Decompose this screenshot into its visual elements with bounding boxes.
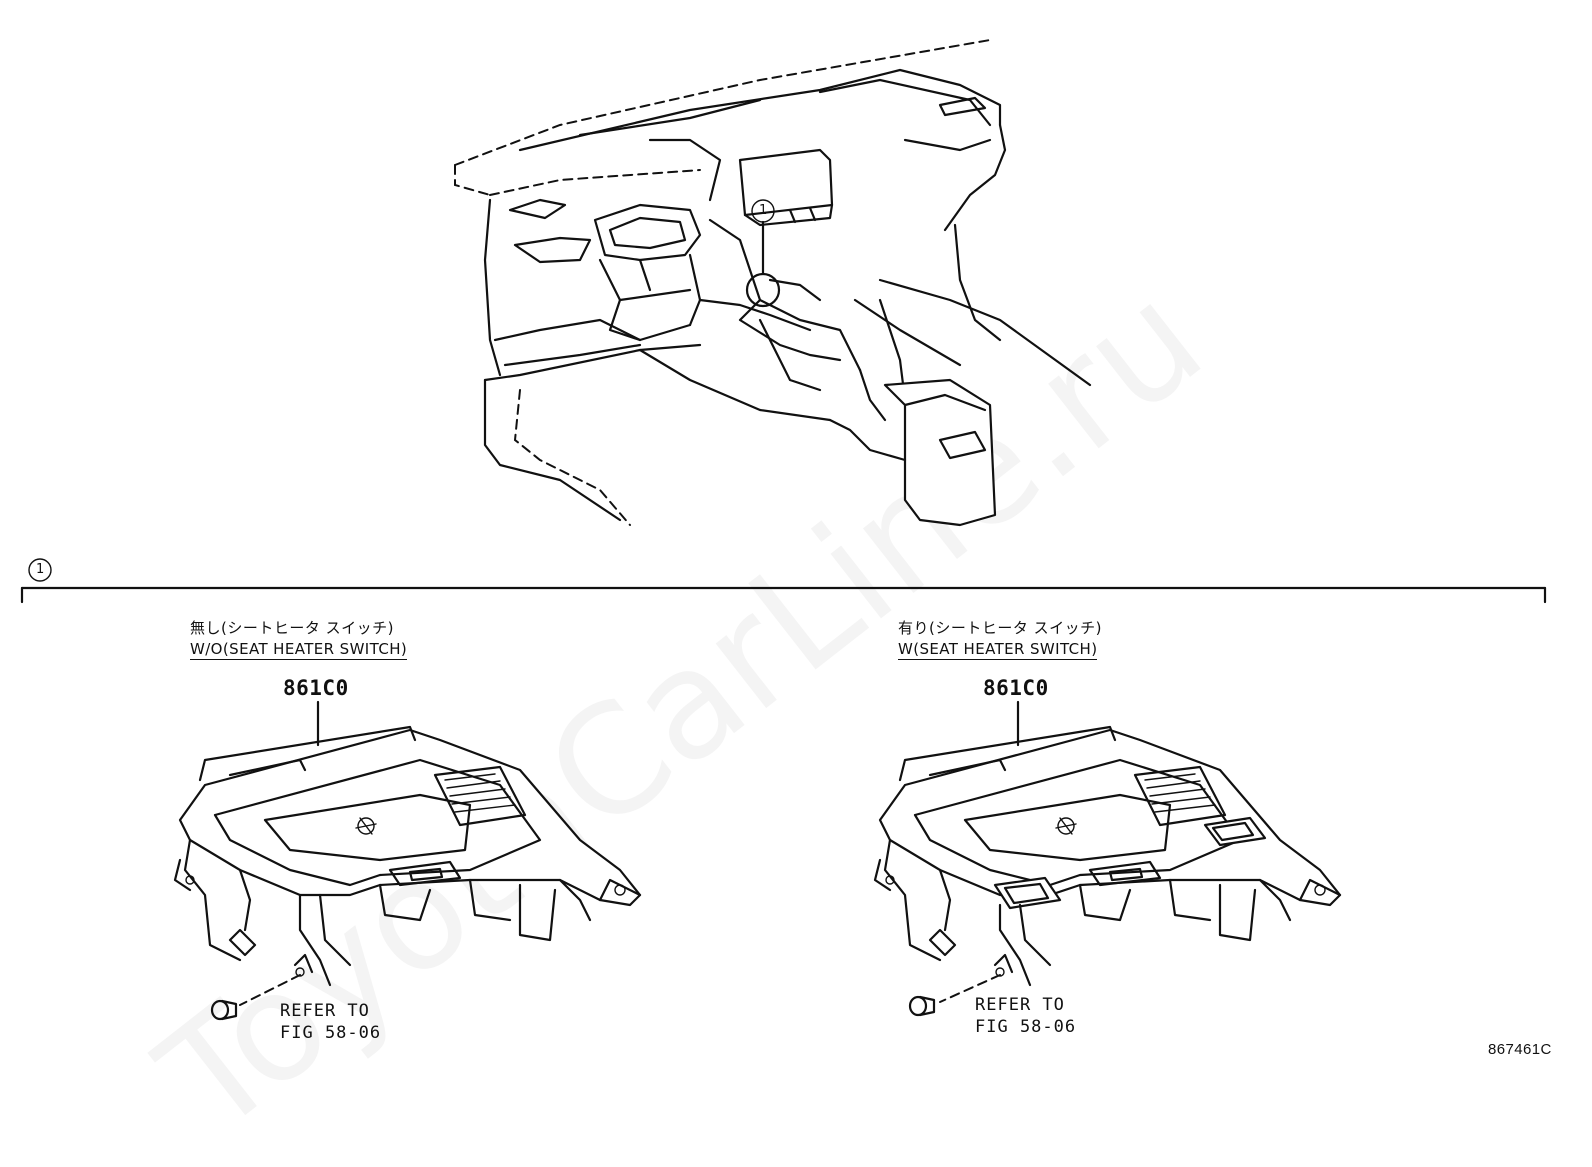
part-number-right: 861C0	[983, 676, 1049, 700]
part-illustration-left	[173, 700, 642, 1021]
variant-label-jp-right: 有り(シートヒータ スイッチ)	[898, 619, 1102, 637]
variant-label-en-right: W(SEAT HEATER SWITCH)	[898, 640, 1098, 660]
figure-code: 867461C	[1488, 1041, 1552, 1058]
refer-note-right: REFER TO FIG 58-06	[975, 994, 1076, 1038]
parts-diagram: ToyotaCarLine.ru	[20, 39, 1552, 1167]
line-art	[20, 39, 1547, 1021]
callout-number-section: 1	[36, 562, 45, 577]
refer-line-2: FIG 58-06	[975, 1017, 1077, 1037]
refer-line-1: REFER TO	[975, 995, 1065, 1015]
refer-line-2: FIG 58-06	[280, 1023, 382, 1043]
section-bracket	[20, 558, 1547, 604]
part-number-left: 861C0	[283, 676, 349, 700]
variant-label-en-left: W/O(SEAT HEATER SWITCH)	[190, 640, 408, 660]
refer-note-left: REFER TO FIG 58-06	[280, 1000, 381, 1044]
variant-label-jp-left: 無し(シートヒータ スイッチ)	[190, 619, 394, 637]
part-illustration-right	[873, 700, 1342, 1017]
callout-number-overview: 1	[759, 203, 768, 218]
refer-line-1: REFER TO	[280, 1001, 370, 1021]
dashboard-overview-illustration	[454, 39, 1092, 527]
